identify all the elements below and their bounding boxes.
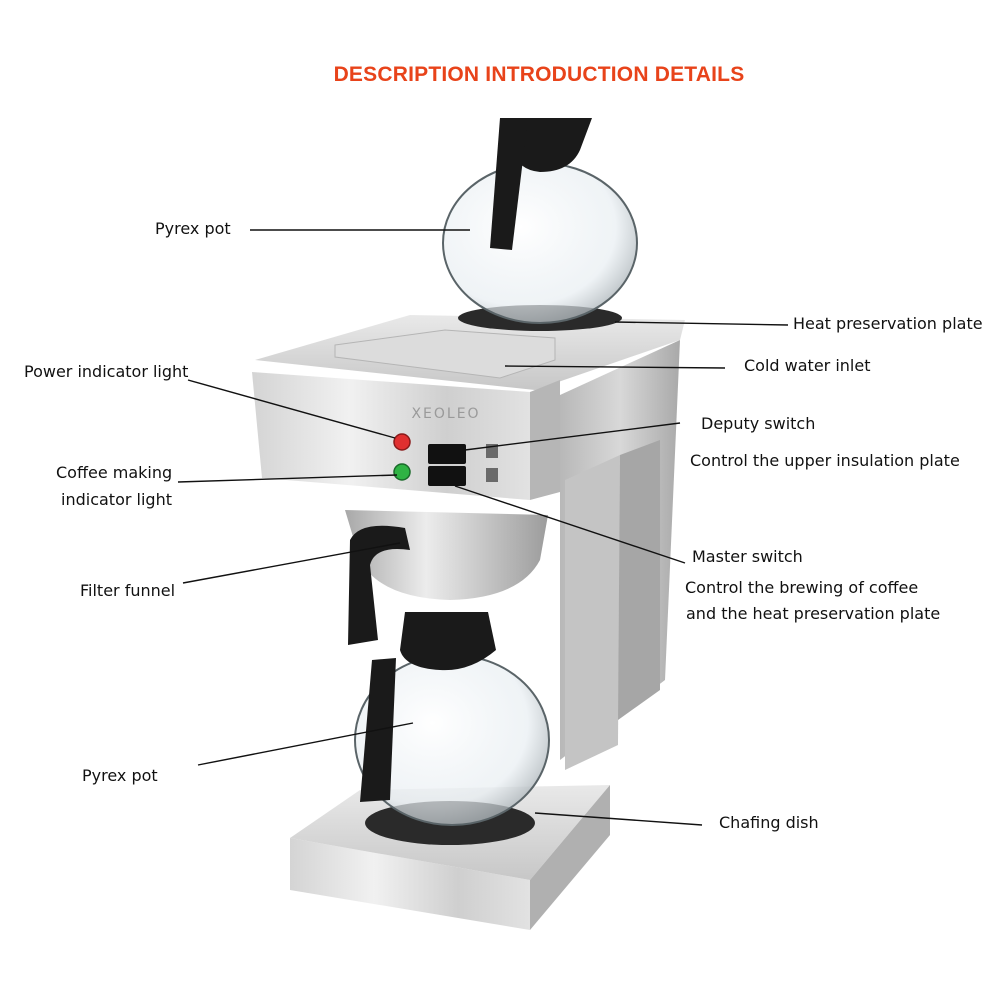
label-deputy-switch-description: Control the upper insulation plate (690, 451, 960, 470)
label-deputy-switch: Deputy switch (701, 414, 816, 433)
label-coffee-making-light-line2: indicator light (61, 490, 172, 509)
label-coffee-making-light-line1: Coffee making (56, 463, 173, 482)
label-pyrex-pot-top: Pyrex pot (155, 219, 231, 238)
cold-water-inlet-lid (334, 329, 556, 379)
label-master-switch-description-line2: and the heat preservation plate (686, 604, 941, 623)
label-cold-water-inlet: Cold water inlet (744, 356, 871, 375)
leader-heat-plate (614, 321, 789, 326)
pyrex-pot-bottom (354, 612, 550, 826)
label-master-switch-description-line1: Control the brewing of coffee (685, 578, 919, 597)
pyrex-pot-top (442, 118, 638, 324)
filter-funnel-handle (348, 525, 410, 645)
power-indicator-light (393, 433, 411, 451)
leader-filter-funnel (182, 542, 401, 584)
page-title: DESCRIPTION INTRODUCTION DETAILS (333, 63, 745, 86)
label-power-indicator-light: Power indicator light (24, 362, 189, 381)
master-switch[interactable] (428, 466, 466, 486)
body-side-recess (565, 455, 620, 770)
label-chafing-dish: Chafing dish (719, 813, 819, 832)
switch-icon-lower (486, 468, 498, 482)
base-front (290, 838, 530, 930)
leader-pyrex-bottom (197, 722, 414, 766)
label-heat-preservation-plate: Heat preservation plate (793, 314, 983, 333)
leader-master-switch (454, 485, 686, 564)
label-master-switch: Master switch (692, 547, 803, 566)
deputy-switch[interactable] (428, 444, 466, 464)
label-filter-funnel: Filter funnel (80, 581, 176, 600)
leader-power-light (187, 379, 396, 439)
leader-deputy-switch (464, 422, 681, 451)
leader-coffee-light (177, 474, 398, 483)
brand-logo: XEOLEO (411, 406, 480, 422)
leader-cold-water (504, 365, 726, 369)
leader-chafing-dish (534, 812, 703, 826)
label-pyrex-pot-bottom: Pyrex pot (82, 766, 158, 785)
coffee-making-indicator-light (393, 463, 411, 481)
